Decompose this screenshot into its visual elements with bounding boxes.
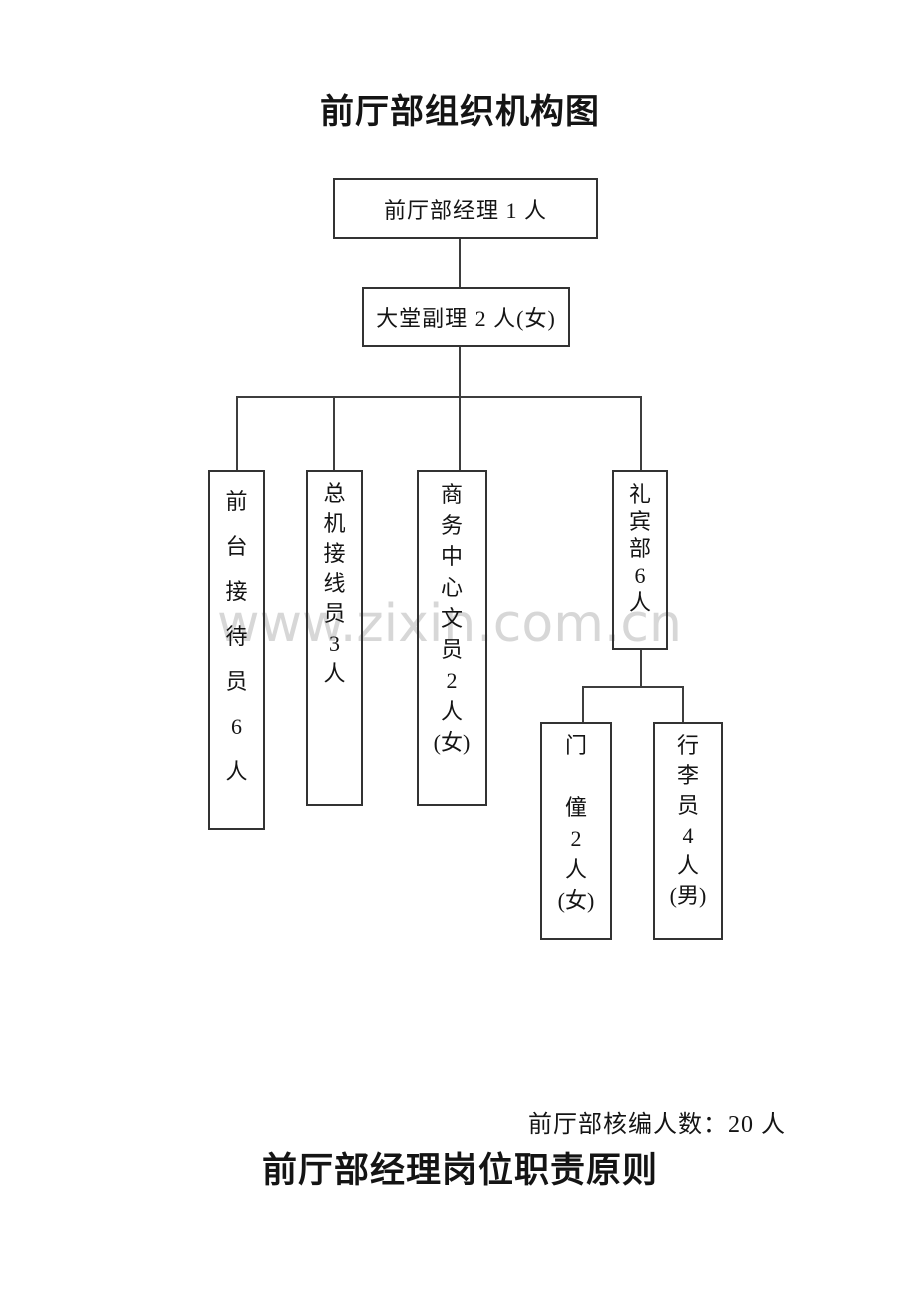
org-node-assistant-manager: 大堂副理 2 人(女) <box>362 287 570 347</box>
connector-branch-horizontal <box>236 396 642 398</box>
connector-drop-concierge <box>640 396 642 470</box>
headcount-note: 前厅部核编人数：20 人 <box>528 1112 786 1138</box>
org-node-business-center-clerk: 商 务 中 心 文 员 2 人 (女) <box>417 470 487 806</box>
org-node-manager-label: 前厅部经理 1 人 <box>383 197 547 223</box>
org-node-assistant-manager-label: 大堂副理 2 人(女) <box>376 306 556 331</box>
org-node-concierge-dept: 礼 宾 部 6 人 <box>612 470 668 650</box>
connector-drop-bellboy <box>682 686 684 722</box>
org-node-switchboard-operator: 总 机 接 线 员 3 人 <box>306 470 363 806</box>
org-node-manager: 前厅部经理 1 人 <box>333 178 598 239</box>
connector-drop-doorman <box>582 686 584 722</box>
connector-concierge-to-subbranch <box>640 650 642 688</box>
connector-drop-front-desk <box>236 396 238 470</box>
page-title: 前厅部组织机构图 <box>320 94 600 131</box>
org-node-bellboy: 行 李 员 4 人 (男) <box>653 722 723 940</box>
connector-subbranch-horizontal <box>582 686 684 688</box>
next-section-title: 前厅部经理岗位职责原则 <box>261 1151 658 1190</box>
watermark-text: www.zixin.com.cn <box>217 594 682 654</box>
connector-drop-business-center <box>459 396 461 470</box>
org-node-front-desk-receptionist: 前 台 接 待 员 6 人 <box>208 470 265 830</box>
org-node-doorman: 门 僮 2 人 (女) <box>540 722 612 940</box>
connector-drop-switchboard <box>333 396 335 470</box>
connector-manager-to-assistant <box>459 239 461 287</box>
connector-assistant-to-branch <box>459 347 461 397</box>
